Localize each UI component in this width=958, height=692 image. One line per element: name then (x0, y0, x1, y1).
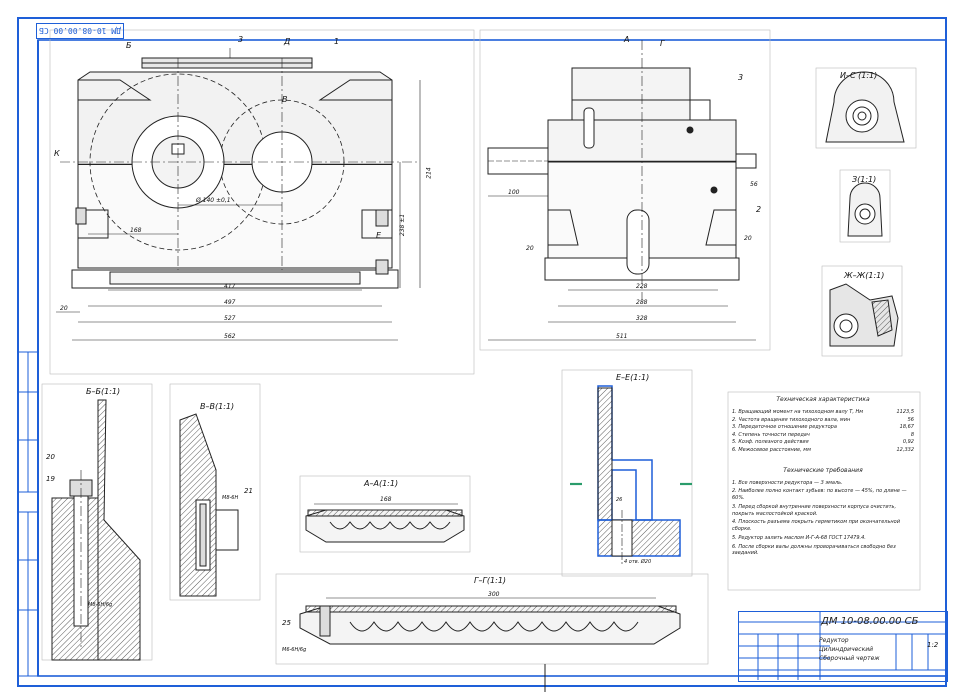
front-view (49, 29, 475, 375)
specs-header: Техническая характеристика (776, 396, 870, 403)
dim-214: 214 (425, 167, 433, 179)
view-zhzh (821, 265, 903, 357)
section-aa (299, 475, 471, 553)
side-dim-228: 228 (636, 283, 648, 290)
dim-168: 168 (130, 227, 142, 234)
gg-label-25: 25 (282, 619, 291, 627)
view-z-title: З(1:1) (852, 175, 877, 184)
side-dim-511: 511 (616, 333, 628, 340)
side-label-2: 2 (756, 205, 762, 214)
dim-20: 20 (60, 305, 68, 312)
aa-dim-168: 168 (380, 496, 392, 503)
vv-label-21: 21 (244, 487, 253, 495)
label-k: К (54, 149, 60, 158)
side-dim-20a: 20 (526, 245, 534, 252)
section-ee-title: Е–Е(1:1) (616, 373, 650, 382)
ee-dim-holes: 4 отв. Ø20 (624, 559, 652, 565)
dim-527: 527 (224, 315, 236, 322)
view-z (839, 169, 891, 243)
bb-label-20: 20 (46, 453, 55, 461)
gg-label-thread: М6-6Н/6g (282, 647, 307, 653)
side-dim-20b: 20 (744, 235, 752, 242)
dim-238: 238 ±1 (399, 213, 407, 237)
vv-label-thread: М8-6Н (222, 495, 239, 501)
requirement: 3. Перед сборкой внутренние поверхности … (732, 503, 897, 517)
section-aa-title: А–А(1:1) (364, 479, 399, 488)
side-label-g: Г (660, 39, 665, 48)
view-ie-title: И–С (1:1) (840, 71, 878, 80)
title-block: ДМ 10-08.00.00 СБ Редуктор Цилиндрически… (738, 611, 948, 682)
dim-497: 497 (224, 299, 236, 306)
section-vv (169, 383, 261, 601)
requirement: 5. Редуктор залить маслом И-Г-А-68 ГОСТ … (732, 534, 866, 541)
label-b: Б (126, 41, 132, 50)
label-1: 1 (334, 37, 340, 46)
requirement: 2. Наиболее полно контакт зубьев: по выс… (732, 488, 907, 501)
requirement: 1. Все поверхности редуктора — 3 эмаль. (732, 479, 843, 486)
scale: 1:2 (927, 641, 939, 649)
requirement: 4. Плоскость разъема покрыть герметиком … (732, 519, 900, 532)
section-ee (561, 369, 693, 577)
dim-417: 417 (224, 283, 236, 290)
title-block-grid (738, 611, 946, 680)
technical-notes: Техническая характеристика 1. Вращающий … (728, 392, 918, 590)
dim-center-distance: Ø 140 ±0,1 (196, 197, 231, 204)
label-d: Д (284, 37, 291, 46)
archive-strip (17, 351, 39, 677)
label-3: 3 (238, 35, 244, 44)
side-dim-328: 328 (636, 315, 648, 322)
spec-row: 1. Вращающий момент на тихоходном валу Т… (732, 409, 914, 415)
bb-label-19: 19 (46, 475, 55, 483)
requirement: 6. После сборки валы должны проворачиват… (732, 543, 896, 557)
section-bb (41, 383, 153, 661)
view-zhzh-title: Ж–Ж(1:1) (844, 271, 885, 280)
designation: ДМ 10-08.00.00 СБ (821, 616, 919, 627)
notes-box (727, 391, 921, 591)
side-view (479, 29, 771, 351)
side-dim-288: 288 (636, 299, 648, 306)
side-label-3: 3 (738, 73, 744, 82)
spec-row: 2. Частота вращения тихоходного вала, ми… (732, 416, 914, 423)
dim-562: 562 (224, 333, 236, 340)
drawing-code-stamp: ДМ 10-08.00.00 СБ (36, 23, 124, 39)
label-v: В (282, 95, 288, 104)
side-dim-100: 100 (508, 189, 520, 196)
requirements-header: Технические требования (783, 466, 863, 474)
drawing-name: Редуктор Цилиндрический Сборочный чертеж (819, 637, 880, 662)
bb-label-thread: М8-6Н/6g (88, 602, 113, 608)
side-label-a: А (624, 35, 630, 44)
view-ie (815, 67, 917, 149)
gg-dim-300: 300 (488, 591, 500, 598)
side-dim-56: 56 (750, 181, 758, 188)
section-gg (275, 573, 709, 665)
section-bb-title: Б–Б(1:1) (86, 387, 121, 396)
section-gg-title: Г–Г(1:1) (474, 576, 507, 585)
section-vv-title: В–В(1:1) (200, 402, 235, 411)
label-e: Е (376, 231, 382, 240)
ee-dim-26: 26 (616, 497, 623, 503)
